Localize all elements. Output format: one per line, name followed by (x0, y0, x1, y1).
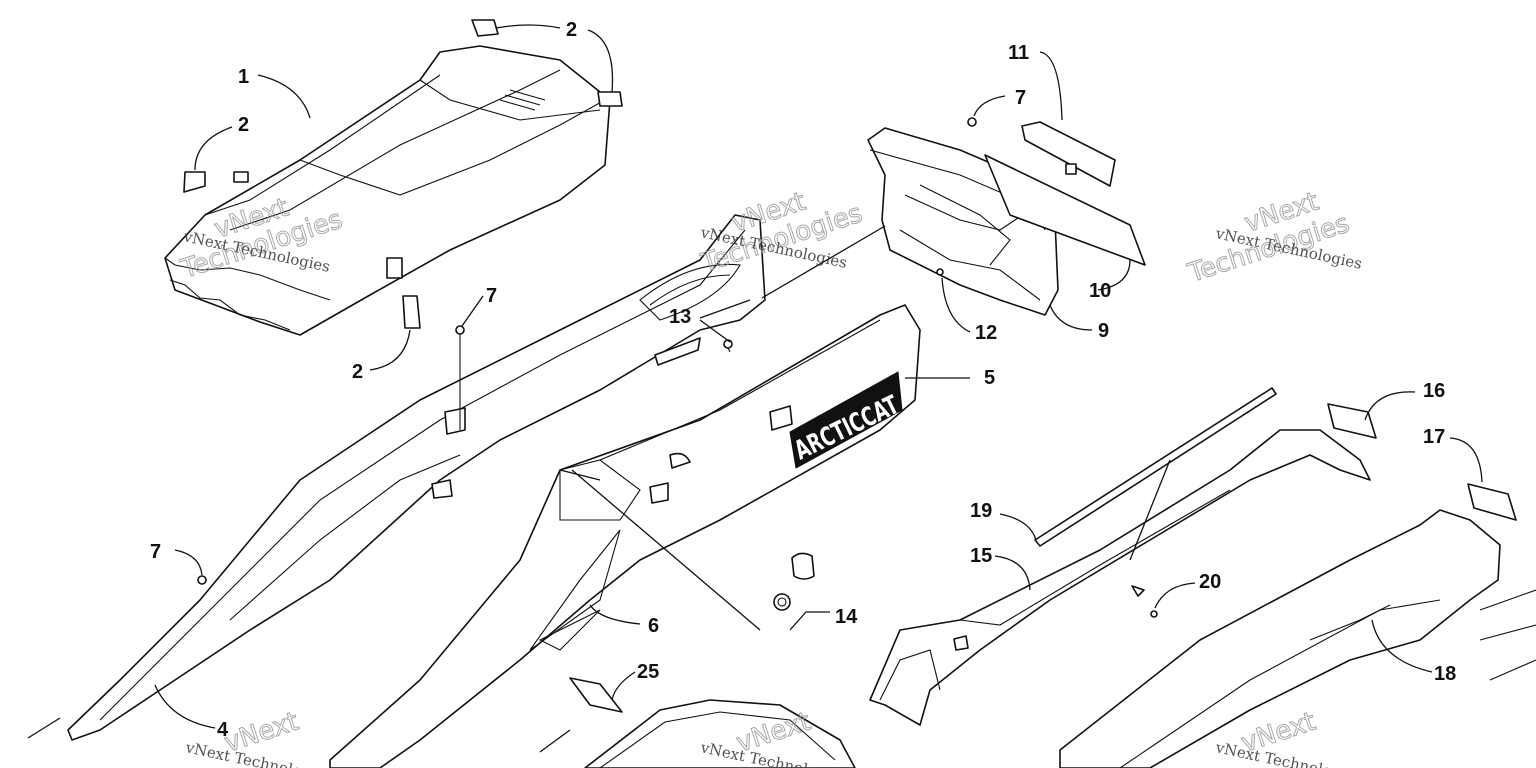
leader-lines (27, 24, 1483, 753)
part-14-grommet (773, 552, 815, 611)
part-15-left-rail (869, 429, 1371, 726)
callout-1: 1 (238, 66, 249, 88)
callout-16: 16 (1423, 380, 1445, 402)
callout-6: 6 (648, 615, 659, 637)
callout-13: 13 (669, 306, 691, 328)
callout-2-top: 2 (566, 19, 577, 41)
part-1-seat-cover (164, 45, 611, 336)
part-10-reflector-panel (984, 154, 1146, 266)
callout-14: 14 (835, 606, 858, 628)
part-18-right-rail (1059, 509, 1536, 768)
part-5-6-right-side-panel: ARCTICCAT (329, 304, 921, 768)
callout-2-bottom: 2 (352, 361, 363, 383)
callout-7-left: 7 (150, 541, 161, 563)
callout-19: 19 (970, 500, 992, 522)
callout-25: 25 (637, 661, 659, 683)
callout-11: 11 (1008, 42, 1029, 64)
fasteners (197, 117, 1158, 618)
part-2-clips (183, 19, 623, 329)
callouts: 1 2 2 2 4 5 6 7 7 7 9 10 11 12 13 14 15 … (150, 19, 1456, 741)
callout-5: 5 (984, 367, 995, 389)
watermark-3: vNext Technologies vNext Technologies (1183, 186, 1363, 289)
part-17-decal (1467, 483, 1517, 521)
callout-7-mid: 7 (486, 285, 497, 307)
callout-17: 17 (1423, 426, 1445, 448)
callout-18: 18 (1434, 663, 1456, 685)
part-25-lower-panel (569, 677, 856, 768)
watermark-4: vNext vNext Technologies (183, 706, 333, 768)
callout-12: 12 (975, 322, 997, 344)
callout-9: 9 (1098, 320, 1109, 342)
callout-10: 10 (1089, 280, 1111, 302)
part-19-rail-strip (1034, 387, 1277, 547)
watermark-2: vNext Technologies vNext Technologies (696, 186, 866, 279)
callout-15: 15 (970, 545, 992, 567)
part-16-decal (1327, 403, 1377, 439)
part-11-tail-light (1021, 121, 1116, 187)
callout-4: 4 (217, 719, 229, 741)
callout-7-right: 7 (1015, 87, 1026, 109)
callout-20: 20 (1199, 571, 1221, 593)
callout-2-left: 2 (238, 114, 249, 136)
